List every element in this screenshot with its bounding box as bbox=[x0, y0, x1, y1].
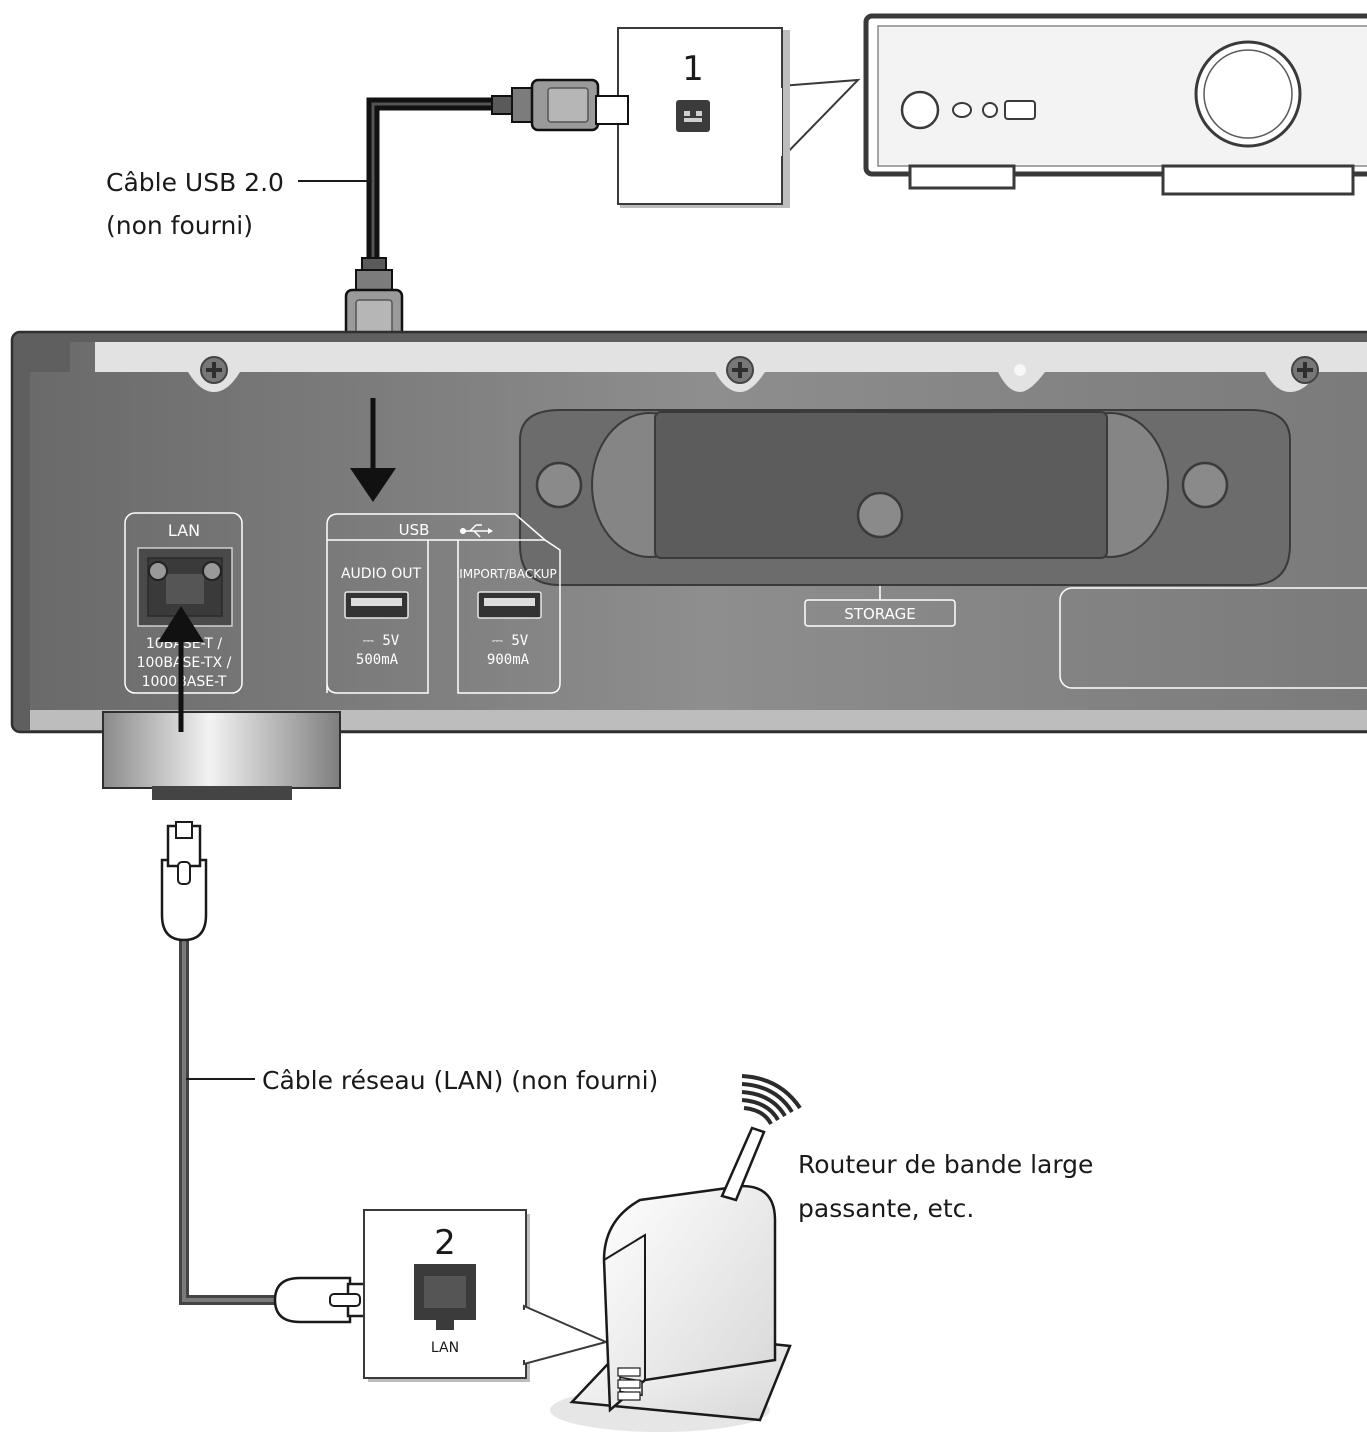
main-unit-rear-panel: STORAGE LAN 10BASE-T / 100BASE-TX / 1000… bbox=[10, 330, 1367, 734]
storage-label: STORAGE bbox=[844, 605, 915, 623]
callout-2: 2 LAN bbox=[363, 1209, 610, 1382]
lan-port-icon bbox=[137, 547, 233, 627]
volume-knob-icon bbox=[1194, 40, 1302, 148]
usb-b-port-icon bbox=[676, 100, 710, 132]
router-label-line2: passante, etc. bbox=[798, 1194, 974, 1223]
callout-number-2: 2 bbox=[434, 1223, 456, 1263]
wireless-signal-icon bbox=[741, 1074, 802, 1125]
router-label: Routeur de bande large bbox=[798, 1150, 1093, 1179]
storage-label-box bbox=[804, 599, 956, 627]
headphone-jack-icon bbox=[900, 90, 940, 130]
screw-icon bbox=[726, 356, 754, 384]
amplifier-device bbox=[863, 13, 1367, 196]
lan-spec-2: 100BASE-TX / bbox=[137, 655, 232, 671]
insert-arrow-icon bbox=[350, 398, 396, 502]
screw-icon bbox=[200, 356, 228, 384]
insert-arrow-icon bbox=[158, 606, 204, 732]
usb-cable-label: Câble USB 2.0 bbox=[106, 168, 284, 197]
audio-out-current: 500mA bbox=[356, 652, 399, 668]
unit-foot bbox=[102, 711, 341, 800]
callout-number-1: 1 bbox=[682, 49, 704, 89]
lan-cable-label: Câble réseau (LAN) (non fourni) bbox=[262, 1066, 658, 1095]
import-voltage: ⎓ 5V bbox=[492, 633, 529, 649]
usb-audio-out-port-icon bbox=[344, 591, 409, 619]
lan-spec-3: 1000BASE-T bbox=[142, 674, 227, 690]
router-device bbox=[550, 1126, 792, 1432]
audio-out-voltage: ⎓ 5V bbox=[363, 633, 400, 649]
lan-panel-title: LAN bbox=[168, 521, 200, 540]
screw-icon bbox=[1291, 356, 1319, 384]
router-lan-port-icon bbox=[414, 1264, 476, 1330]
usb-import-port-icon bbox=[477, 591, 542, 619]
import-backup-label: IMPORT/BACKUP bbox=[459, 567, 557, 581]
usb-cable-note: (non fourni) bbox=[106, 211, 253, 240]
audio-out-label: AUDIO OUT bbox=[341, 566, 421, 582]
callout-1: 1 bbox=[617, 27, 861, 208]
usb-panel-title: USB bbox=[399, 521, 430, 539]
router-port-label: LAN bbox=[431, 1340, 459, 1356]
import-current: 900mA bbox=[487, 652, 530, 668]
usb-symbol-icon bbox=[460, 524, 493, 538]
